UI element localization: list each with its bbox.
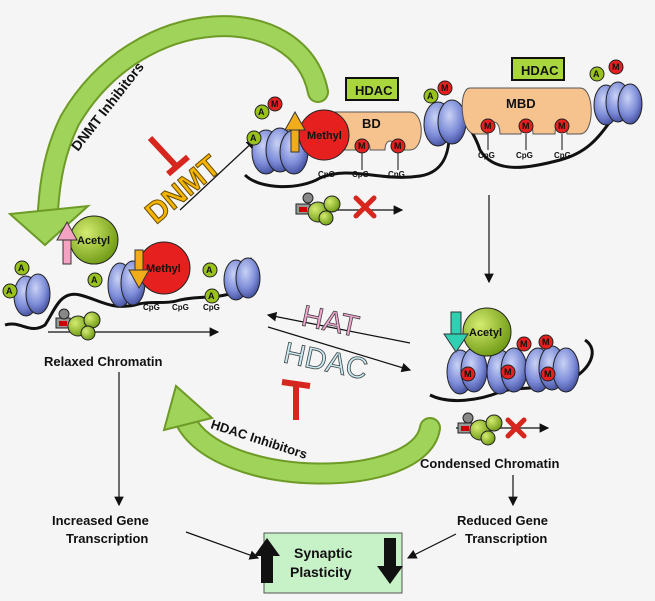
orange-down-arrow <box>128 249 150 290</box>
hdac-arrow <box>267 326 412 373</box>
dnmt-arrow <box>179 139 256 211</box>
mbd-label-1: BD <box>362 116 381 131</box>
svg-text:M: M <box>544 369 552 379</box>
svg-text:CpG: CpG <box>143 303 160 312</box>
svg-text:M: M <box>542 337 550 347</box>
svg-text:A: A <box>208 291 215 301</box>
methyl-label-top: Methyl <box>307 130 342 142</box>
hdac-box-label-2: HDAC <box>521 63 559 78</box>
svg-text:A: A <box>250 133 257 143</box>
svg-text:M: M <box>522 121 530 131</box>
svg-text:M: M <box>441 83 449 93</box>
relaxed-chromatin-label: Relaxed Chromatin <box>44 354 163 369</box>
increased-to-synaptic-arrow <box>185 531 260 560</box>
m-marks-right: M M M M M <box>460 334 556 382</box>
svg-text:M: M <box>484 121 492 131</box>
histone-left-1 <box>13 273 51 317</box>
methylated-chromatin-top: BD HDAC MBD HDAC Methyl M M CpG CpG CpG <box>243 57 643 226</box>
hdac-inhibit-symbol <box>281 379 311 420</box>
svg-text:M: M <box>464 369 472 379</box>
hat-label: HAT <box>299 300 362 344</box>
dnmt-curved-arrow <box>7 15 329 247</box>
reduced-gene-line1: Reduced Gene <box>457 513 548 528</box>
hat-arrow <box>266 311 411 344</box>
pink-up-arrow <box>56 220 78 265</box>
increased-gene-line1: Increased Gene <box>52 513 149 528</box>
svg-text:CpG: CpG <box>318 170 335 179</box>
active-transcription-left <box>48 308 220 341</box>
svg-text:A: A <box>18 263 25 273</box>
synaptic-line1: Synaptic <box>294 545 353 561</box>
svg-text:CpG: CpG <box>516 151 533 160</box>
methyl-label-left: Methyl <box>146 263 181 275</box>
condensed-chromatin-label: Condensed Chromatin <box>420 456 559 471</box>
svg-text:M: M <box>394 141 402 151</box>
acetyl-label-left: Acetyl <box>77 235 110 247</box>
increased-gene-line2: Transcription <box>66 531 148 546</box>
histone-top-3 <box>593 81 643 126</box>
svg-text:CpG: CpG <box>478 151 495 160</box>
tail-marks-left: A A A A A <box>2 260 220 304</box>
up-arrow-top <box>284 110 306 153</box>
svg-text:M: M <box>558 121 566 131</box>
svg-text:M: M <box>271 99 279 109</box>
hdac-box-2 <box>511 57 565 81</box>
cyan-down-arrow <box>443 311 469 353</box>
cpg-set-left: CpG CpG CpG <box>143 303 220 312</box>
histone-top-2 <box>423 99 467 147</box>
hdac-box-label-1: HDAC <box>355 83 393 98</box>
svg-text:CpG: CpG <box>388 170 405 179</box>
hdac-box-1 <box>345 77 399 101</box>
black-down-arrow <box>377 538 403 584</box>
relaxed-chromatin: Acetyl Methyl A A A A A CpG CpG CpG <box>2 215 261 341</box>
acetyl-label-right: Acetyl <box>469 327 502 339</box>
svg-text:CpG: CpG <box>554 151 571 160</box>
svg-text:M: M <box>612 62 620 72</box>
svg-text:CpG: CpG <box>172 303 189 312</box>
svg-text:A: A <box>593 69 600 79</box>
cpg-set-top-2: M M M CpG CpG CpG <box>478 118 571 160</box>
svg-text:CpG: CpG <box>203 303 220 312</box>
synaptic-plasticity-box: Synaptic Plasticity <box>254 532 403 594</box>
svg-text:A: A <box>427 91 434 101</box>
svg-text:M: M <box>358 141 366 151</box>
black-up-arrow <box>254 538 280 583</box>
condensed-chromatin: Acetyl M M M M M <box>429 307 594 446</box>
histone-left-3 <box>223 257 261 301</box>
blocked-transcription-right <box>456 412 550 446</box>
synaptic-line2: Plasticity <box>290 564 352 580</box>
dnmt-inhibit-symbol <box>147 135 190 177</box>
reduced-to-synaptic-arrow <box>406 533 457 559</box>
tail-marks-top: A M A A M A M <box>246 59 624 146</box>
svg-text:A: A <box>258 107 265 117</box>
svg-text:A: A <box>206 265 213 275</box>
svg-text:M: M <box>520 339 528 349</box>
svg-text:A: A <box>6 286 13 296</box>
acetyl-circle-right <box>462 307 512 357</box>
hdac-enzyme-label: HDAC <box>281 337 371 387</box>
svg-text:A: A <box>91 275 98 285</box>
svg-text:CpG: CpG <box>352 170 369 179</box>
mbd-label-2: MBD <box>506 96 536 111</box>
hdac-curved-arrow <box>162 384 441 485</box>
svg-text:M: M <box>504 367 512 377</box>
blocked-transcription-top <box>295 192 404 226</box>
cpg-set-top-1: M M CpG CpG CpG <box>318 138 406 179</box>
reduced-gene-line2: Transcription <box>465 531 547 546</box>
